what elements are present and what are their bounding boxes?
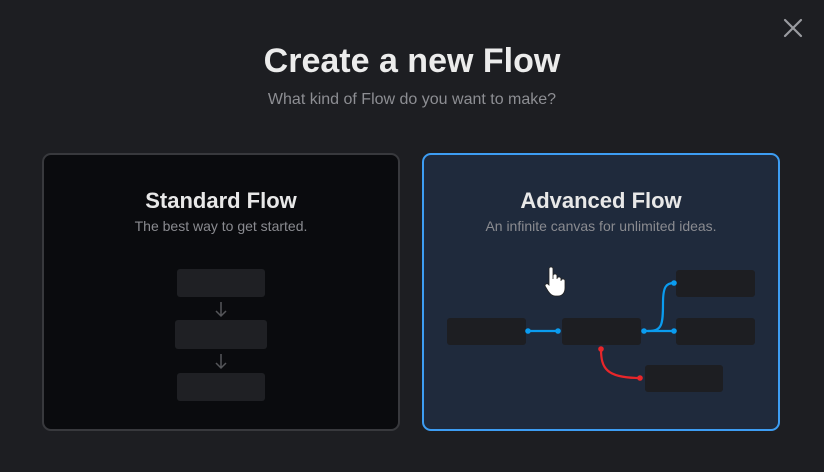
dialog-title: Create a new Flow: [263, 42, 561, 80]
standard-flow-illustration: [175, 269, 267, 401]
advanced-flow-option[interactable]: Advanced Flow An infinite canvas for unl…: [422, 153, 780, 431]
advanced-flow-description: An infinite canvas for unlimited ideas.: [485, 218, 717, 234]
advanced-flow-title: Advanced Flow: [520, 188, 682, 213]
standard-flow-option[interactable]: Standard Flow The best way to get starte…: [42, 153, 400, 431]
advanced-flow-illustration: [447, 266, 755, 392]
pointer-cursor-icon: [544, 266, 566, 297]
dialog-subtitle: What kind of Flow do you want to make?: [267, 91, 557, 108]
close-icon[interactable]: [780, 15, 806, 41]
standard-flow-title: Standard Flow: [145, 188, 297, 213]
standard-flow-description: The best way to get started.: [134, 218, 308, 234]
